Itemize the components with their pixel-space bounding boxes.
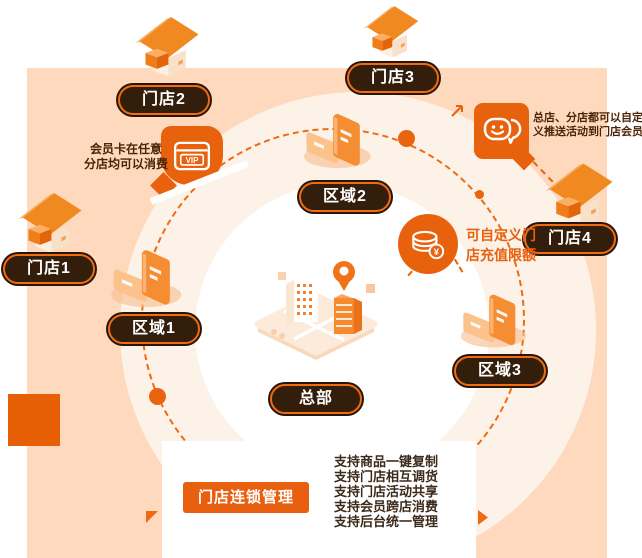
- feature-item: 支持商品一键复制: [334, 454, 439, 469]
- region-building-icon: [106, 242, 190, 311]
- label-region-2: 区域2: [299, 182, 391, 212]
- region-building-icon: [299, 106, 379, 172]
- label-region-3: 区域3: [454, 356, 546, 386]
- store-house-icon: [14, 186, 86, 252]
- coins-stack-icon: ¥: [398, 214, 458, 274]
- feature-list: 支持商品一键复制支持门店相互调货支持门店活动共享支持会员跨店消费支持后台统一管理: [334, 454, 438, 529]
- feature-item: 支持门店相互调货: [334, 469, 439, 484]
- feature-item: 支持会员跨店消费: [334, 499, 439, 514]
- label-region-1: 区域1: [108, 314, 200, 344]
- arrow-up-right-icon: [451, 105, 463, 117]
- orbit-dot: [149, 388, 166, 405]
- orbit-dot: [398, 130, 415, 147]
- store-house-icon: [131, 10, 203, 76]
- triangle-decoration: [478, 510, 488, 525]
- store-house-icon: [541, 156, 617, 226]
- hq-city-icon: [250, 258, 382, 362]
- member-card-note-line1: 会员卡在任意: [89, 142, 162, 156]
- recharge-limit-note-line2: 店充值限额: [466, 247, 536, 263]
- chat-bubbles-glyph: [483, 117, 521, 144]
- yen-symbol: ¥: [434, 247, 440, 258]
- recharge-limit-note-line1: 可自定义门: [466, 227, 536, 243]
- orange-square-decoration: [8, 394, 60, 446]
- vip-text: VIP: [186, 156, 200, 165]
- recharge-limit-note: 可自定义门 店充值限额: [466, 225, 546, 265]
- vip-card-icon: VIP: [161, 126, 223, 185]
- label-store-2: 门店2: [118, 85, 210, 115]
- label-headquarters: 总部: [270, 384, 362, 414]
- label-store-1: 门店1: [3, 254, 95, 284]
- feature-item: 支持门店活动共享: [334, 484, 439, 499]
- feature-panel: 门店连锁管理 支持商品一键复制支持门店相互调货支持门店活动共享支持会员跨店消费支…: [162, 441, 476, 558]
- label-store-4: 门店4: [524, 224, 616, 254]
- member-card-note: 会员卡在任意 分店均可以消费: [80, 142, 172, 172]
- push-activity-note-line1: 总店、分店都可以自定: [533, 112, 642, 124]
- store-house-icon: [360, 0, 422, 57]
- orbit-dot: [475, 190, 484, 199]
- panel-title-badge: 门店连锁管理: [183, 482, 309, 513]
- coins-glyph: ¥: [412, 230, 445, 260]
- region-building-icon: [456, 287, 534, 351]
- push-activity-note: 总店、分店都可以自定 义推送活动到门店会员: [533, 111, 642, 139]
- push-activity-note-line2: 义推送活动到门店会员: [533, 126, 642, 138]
- chat-bubbles-icon: [474, 103, 529, 159]
- feature-item: 支持后台统一管理: [334, 514, 439, 529]
- vip-card-glyph: VIP: [173, 141, 211, 170]
- member-card-note-line2: 分店均可以消费: [83, 157, 168, 171]
- label-store-3: 门店3: [347, 63, 439, 93]
